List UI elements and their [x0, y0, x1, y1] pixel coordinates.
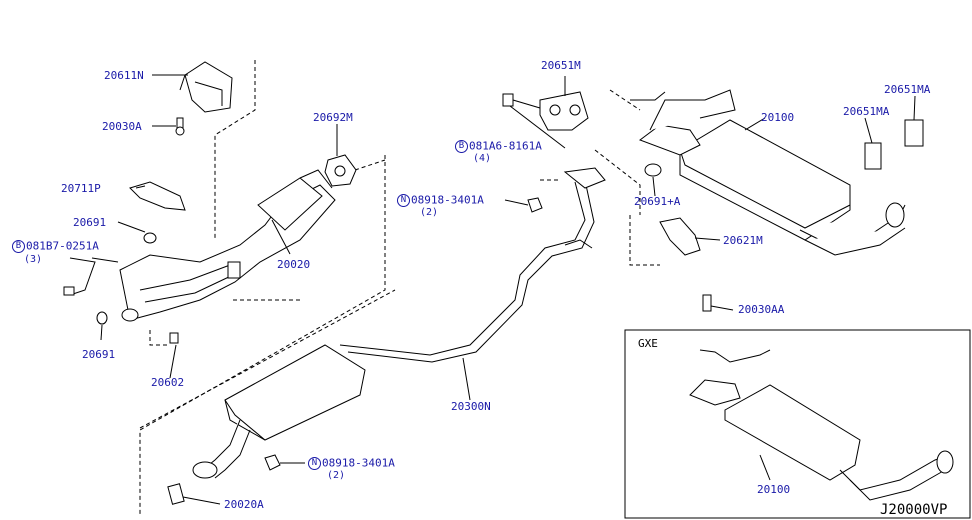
label-081b7-qty: (3) — [24, 254, 43, 265]
heat-shield-20611n — [179, 61, 233, 113]
label-20691a[interactable]: 20691+A — [634, 195, 681, 208]
bracket-20621m — [659, 217, 701, 256]
gasket-20691-upper — [143, 232, 157, 244]
label-20691-lower[interactable]: 20691 — [82, 348, 116, 361]
bolt-081b7 — [63, 257, 96, 296]
gxe-inset-box — [624, 329, 971, 519]
nut-symbol-icon: N — [308, 457, 321, 470]
dashed-group-lines — [139, 60, 660, 515]
label-08918-top-qty: (2) — [420, 207, 439, 218]
bolt-symbol-icon: B — [455, 140, 468, 153]
rubber-20651ma-b — [904, 119, 924, 147]
label-08918-top-code: 08918-3401A — [411, 193, 484, 207]
nut-08918-top — [527, 197, 543, 213]
label-081a6-qty: (4) — [473, 153, 492, 164]
center-pipe-20300n — [339, 167, 606, 363]
front-muffler — [192, 344, 366, 479]
label-08918-bot-qty: (2) — [327, 470, 346, 481]
shield-20711p — [129, 181, 186, 211]
label-20030a[interactable]: 20030A — [102, 120, 142, 133]
nut-symbol-icon: N — [397, 194, 410, 207]
leader-lines — [91, 74, 916, 505]
label-20100[interactable]: 20100 — [761, 111, 795, 124]
inset-title-gxe: GXE — [638, 337, 658, 350]
label-08918-bot-code: 08918-3401A — [322, 456, 395, 470]
label-20020[interactable]: 20020 — [277, 258, 311, 271]
front-tube-20020 — [119, 169, 336, 322]
label-20651ma-b[interactable]: 20651MA — [884, 83, 931, 96]
label-081b7-code: 081B7-0251A — [26, 239, 99, 253]
main-muffler-20100 — [630, 89, 906, 256]
stud-20020a — [167, 483, 185, 505]
clip-20602 — [169, 332, 179, 344]
gasket-20691-lower — [96, 311, 108, 325]
label-20692m[interactable]: 20692M — [313, 111, 353, 124]
gasket-20692m — [324, 154, 357, 187]
label-20300n[interactable]: 20300N — [451, 400, 491, 413]
rubber-20651ma-a — [864, 142, 882, 170]
label-20611n[interactable]: 20611N — [104, 69, 144, 82]
bolt-081a6 — [502, 93, 541, 109]
bolt-symbol-icon: B — [12, 240, 25, 253]
label-20100-inset[interactable]: 20100 — [757, 483, 791, 496]
label-20651m[interactable]: 20651M — [541, 59, 581, 72]
label-20602[interactable]: 20602 — [151, 376, 185, 389]
gasket-20691a — [644, 163, 662, 177]
label-20020a[interactable]: 20020A — [224, 498, 264, 511]
label-20030aa[interactable]: 20030AA — [738, 303, 785, 316]
bolt-20030a — [175, 117, 185, 136]
hanger-20651m — [539, 91, 589, 131]
label-081a6-code: 081A6-8161A — [469, 139, 542, 153]
label-20621m[interactable]: 20621M — [723, 234, 763, 247]
label-20691-upper[interactable]: 20691 — [73, 216, 107, 229]
label-20711p[interactable]: 20711P — [61, 182, 101, 195]
diagram-id: J20000VP — [880, 502, 948, 518]
bolt-20030aa — [702, 294, 712, 312]
label-20651ma-a[interactable]: 20651MA — [843, 105, 890, 118]
nut-08918-bottom — [264, 454, 281, 471]
